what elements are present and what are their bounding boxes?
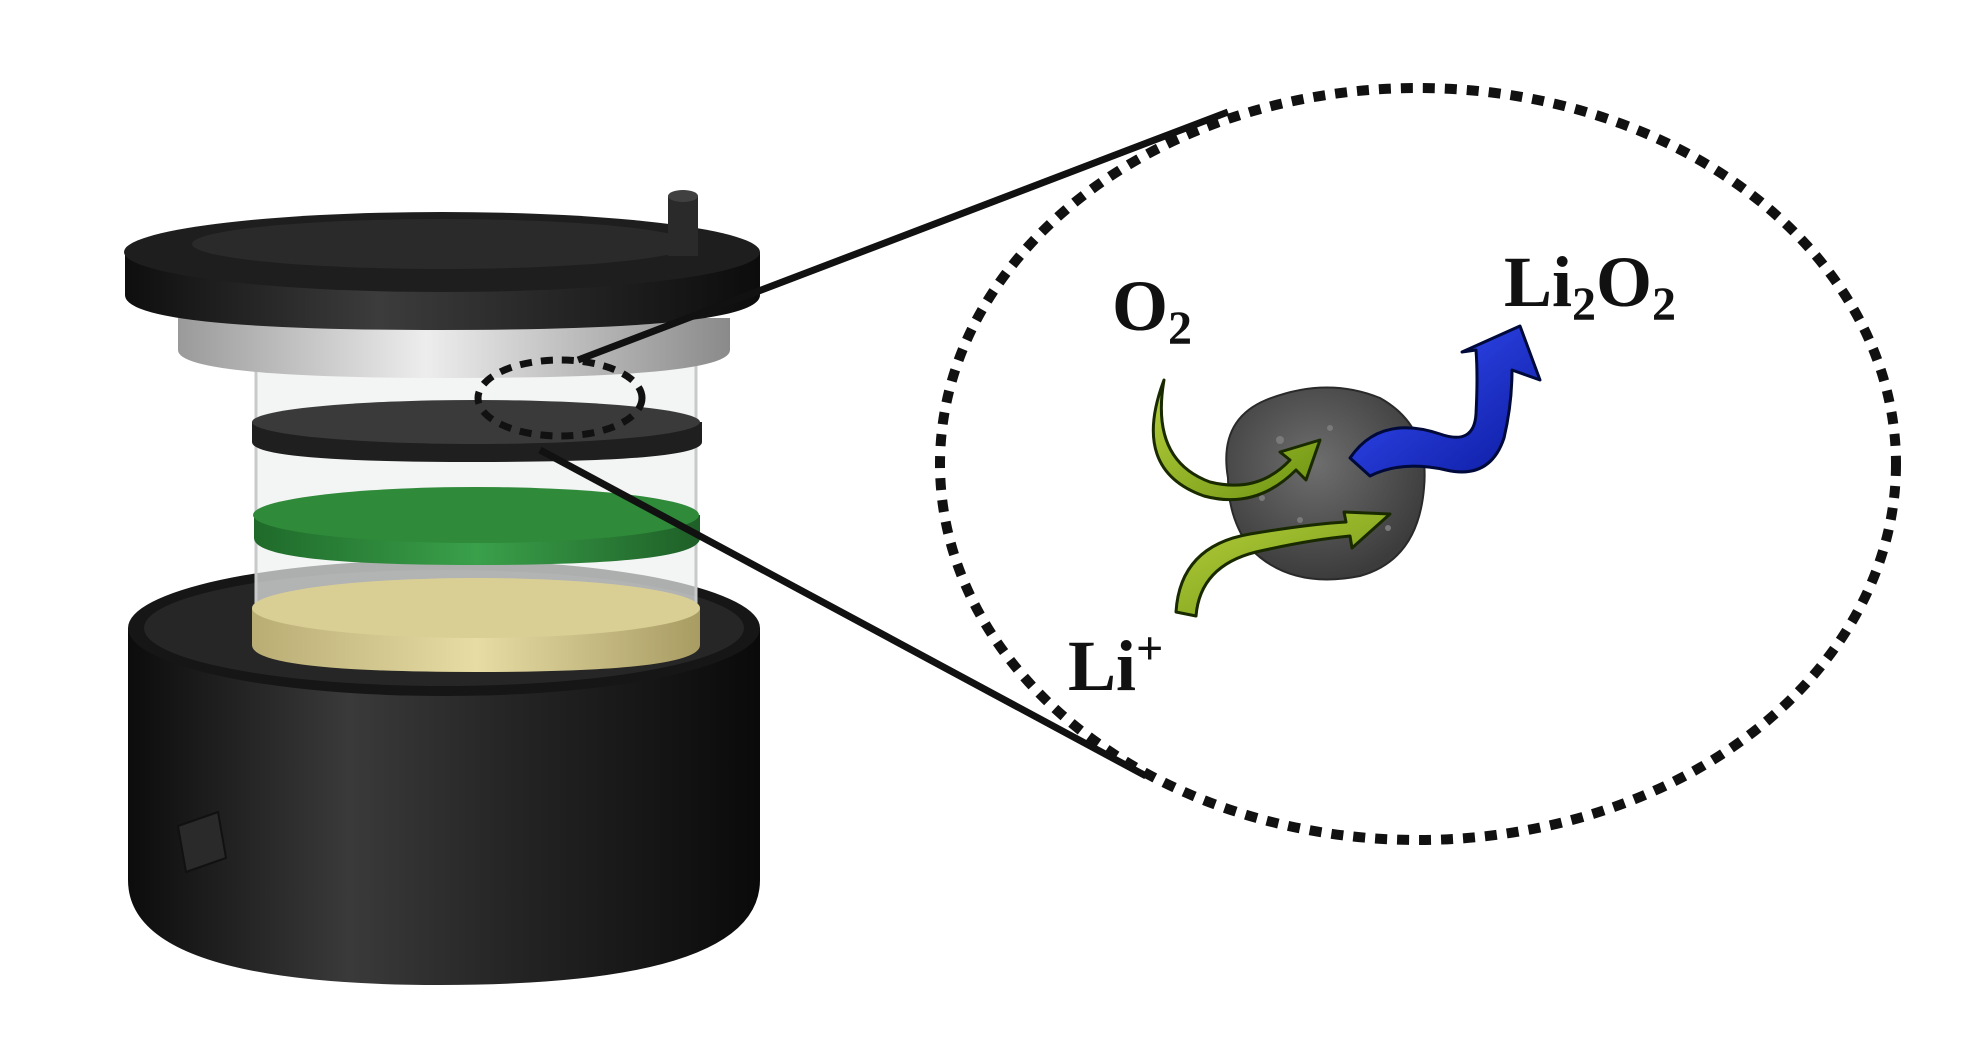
lithium-ion-label: Li+ [1068, 622, 1163, 706]
curved-arrow-green [1174, 510, 1392, 618]
green-separator-disc [253, 487, 700, 565]
battery-cell [124, 190, 760, 985]
zoom-line-bottom [538, 446, 1148, 780]
zoomed-reaction-view: O2 Li2O2 Li+ [935, 83, 1901, 845]
lithium-anode-disc [252, 578, 700, 672]
cathode-disc [252, 400, 702, 462]
gas-inlet-pin [668, 196, 698, 256]
side-knob [176, 810, 228, 874]
lithium-peroxide-label: Li2O2 [1504, 242, 1676, 331]
zoom-source-ellipse [474, 356, 646, 440]
cell-lid [124, 190, 760, 330]
oxygen-label: O2 [1112, 266, 1192, 355]
zoom-connector-lines [538, 108, 1230, 780]
curved-arrow-green [1151, 378, 1322, 502]
zoom-target-ellipse [935, 83, 1901, 845]
zoom-line-top [576, 108, 1230, 364]
curved-arrow-blue [1348, 324, 1542, 478]
